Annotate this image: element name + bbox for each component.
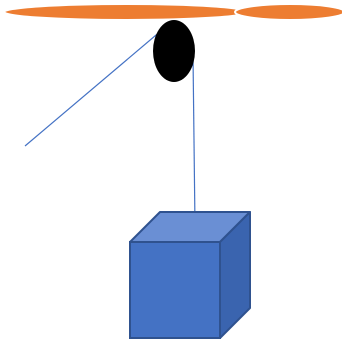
rope-segment-left	[24, 29, 163, 147]
ceiling-beam	[3, 3, 342, 21]
hanging-block-front-face	[129, 241, 221, 339]
rope-segment-to-box	[192, 54, 196, 227]
ceiling-beam-right-segment	[234, 3, 342, 21]
ceiling-beam-left-segment	[3, 3, 249, 21]
pulley-wheel	[153, 20, 195, 82]
hanging-block	[129, 211, 251, 339]
